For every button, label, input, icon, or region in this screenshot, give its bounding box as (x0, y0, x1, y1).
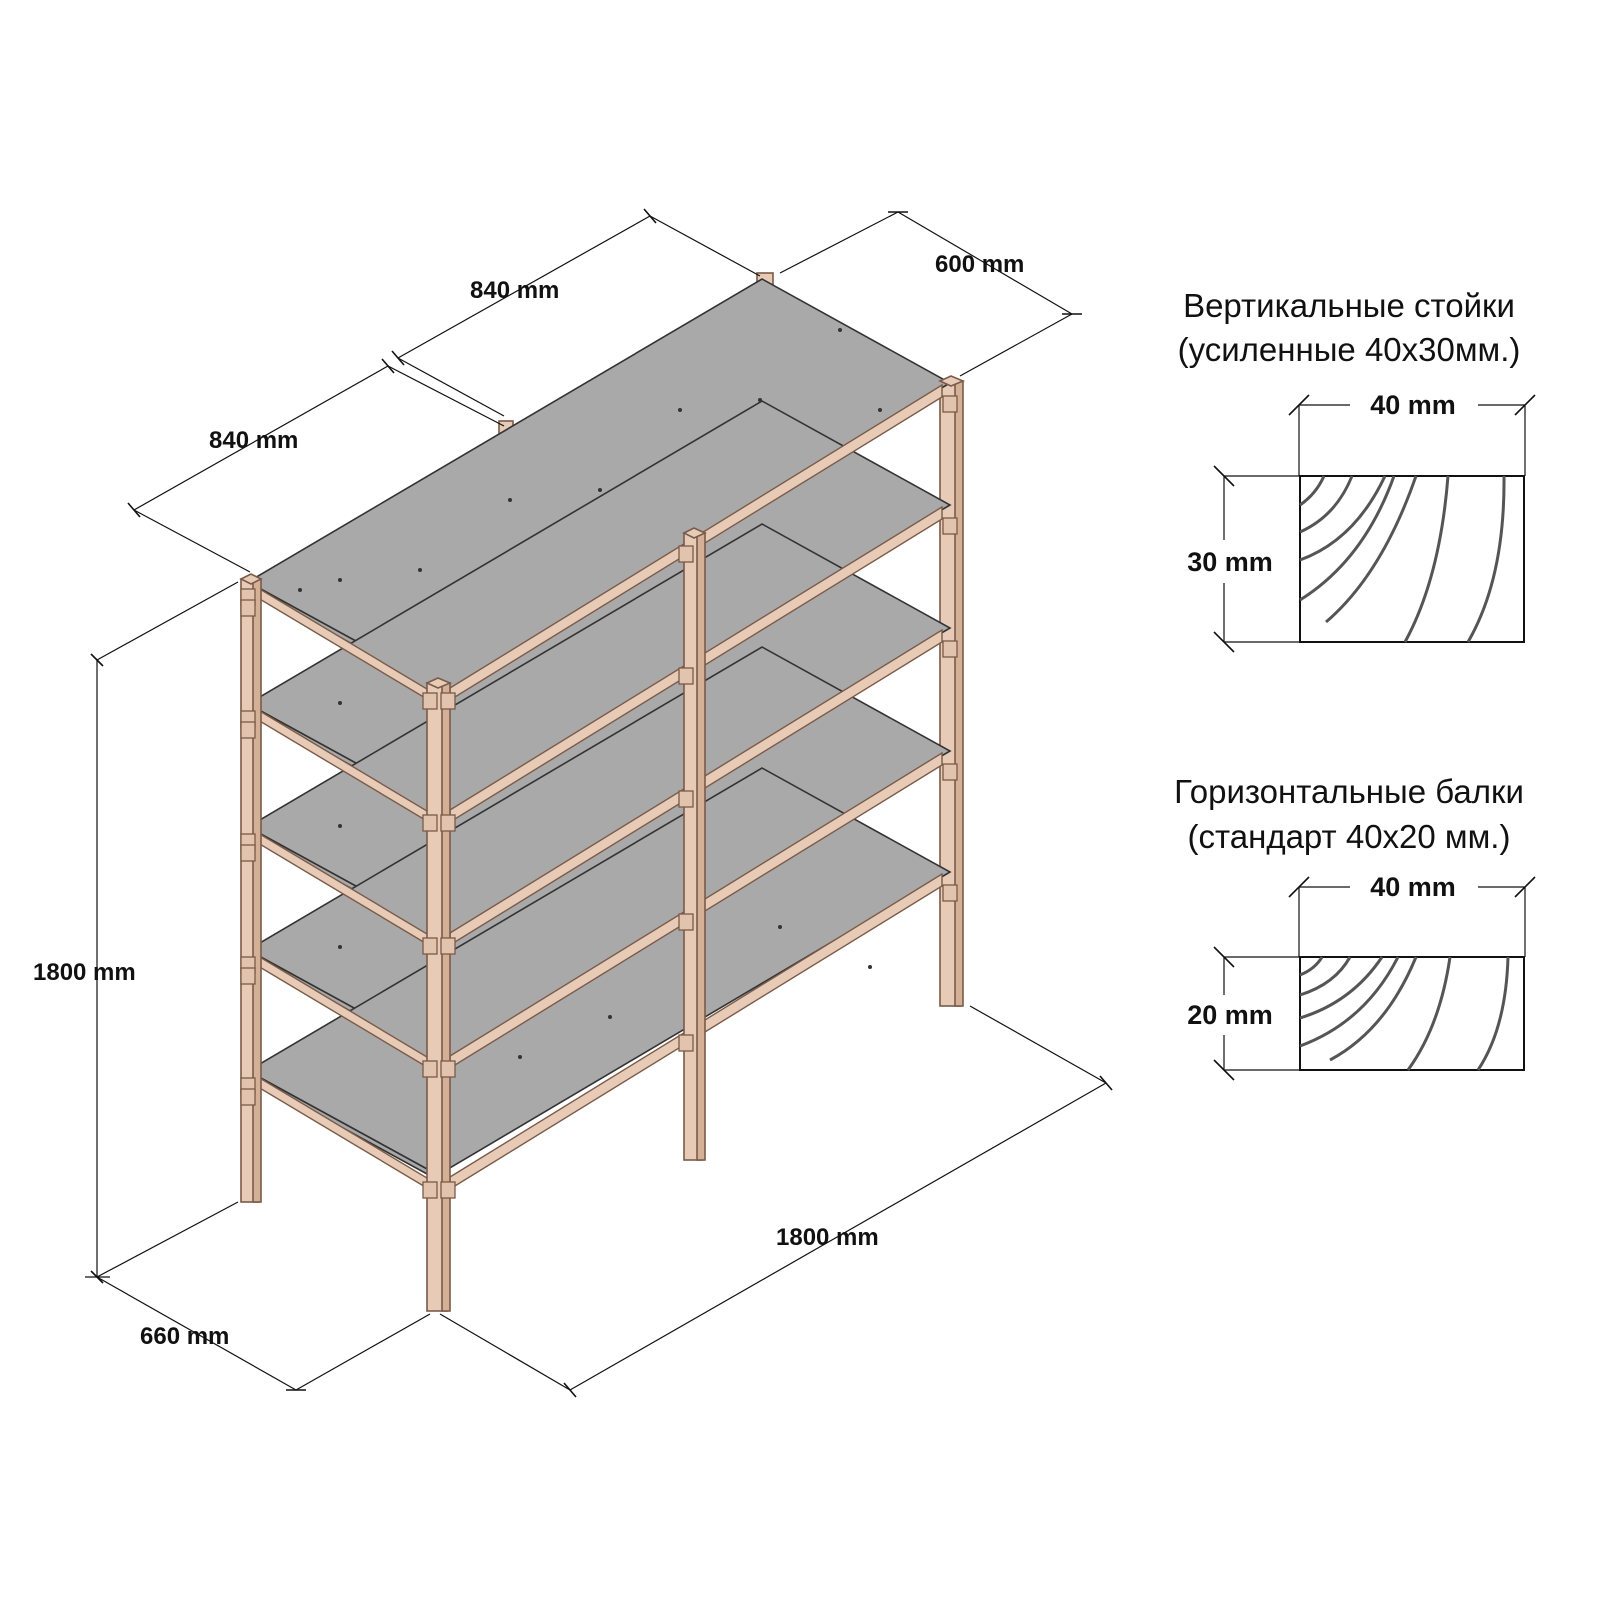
dim-bottom-length: 1800 mm (776, 1224, 879, 1251)
joint-block (678, 1034, 694, 1052)
leg-front-left-side (252, 578, 262, 1203)
screw (678, 408, 682, 412)
joint-block (942, 884, 958, 902)
dim-bottom-depth: 660 mm (140, 1323, 229, 1350)
vertical-height-label: 30 mm (1187, 547, 1273, 577)
joint-block (422, 814, 438, 832)
screw (878, 408, 882, 412)
dimension-labels: 840 mm 840 mm 600 mm 1800 mm 660 mm 1800… (33, 251, 1024, 1350)
screw (868, 965, 872, 969)
joint-block (240, 967, 256, 985)
vertical-title-line1: Вертикальные стойки (1183, 287, 1515, 324)
screw (338, 945, 342, 949)
screw (598, 488, 602, 492)
horizontal-beam-section: Горизонтальные балки (стандарт 40х20 мм.… (1174, 773, 1536, 1081)
joint-block (678, 545, 694, 563)
joint-block (678, 667, 694, 685)
joint-block (440, 937, 456, 955)
horizontal-title-line1: Горизонтальные балки (1174, 773, 1524, 810)
screw (838, 328, 842, 332)
joint-block (422, 1060, 438, 1078)
leg-cap-front-left (239, 573, 263, 585)
joint-block (942, 763, 958, 781)
screw (338, 824, 342, 828)
joint-block (440, 1181, 456, 1199)
screw (338, 578, 342, 582)
joint-block (942, 395, 958, 413)
dim-height: 1800 mm (33, 959, 136, 986)
joint-block (422, 1181, 438, 1199)
leg-front-corner-side (441, 682, 451, 1312)
joint-blocks (240, 395, 958, 1199)
joint-block (440, 692, 456, 710)
joint-block (422, 692, 438, 710)
leg-back-right-side (954, 380, 964, 1007)
horizontal-width-label: 40 mm (1370, 872, 1456, 902)
leg-cap-back-right (938, 375, 966, 387)
leg-cap-front-middle (682, 527, 707, 539)
screw (508, 498, 512, 502)
dim-top-width: 600 mm (935, 251, 1024, 278)
joint-block (678, 913, 694, 931)
joint-block (240, 599, 256, 617)
vertical-title-line2: (усиленные 40х30мм.) (1178, 331, 1521, 368)
horizontal-beam-cross-section (1299, 956, 1525, 1071)
joint-block (240, 844, 256, 862)
joint-block (440, 1060, 456, 1078)
screw (608, 1015, 612, 1019)
joint-block (440, 814, 456, 832)
screw (338, 701, 342, 705)
leg-front-middle-side (696, 532, 706, 1161)
joint-block (240, 1088, 256, 1106)
screw (298, 588, 302, 592)
vertical-post-section: Вертикальные стойки (усиленные 40х30мм.)… (1178, 287, 1536, 653)
screw (518, 1055, 522, 1059)
joint-block (240, 721, 256, 739)
dimension-lines (85, 208, 1113, 1398)
vertical-width-label: 40 mm (1370, 390, 1456, 420)
leg-cap-front-corner (425, 677, 453, 689)
joint-block (422, 937, 438, 955)
screw (778, 925, 782, 929)
joint-block (942, 517, 958, 535)
joint-block (678, 790, 694, 808)
screw (418, 568, 422, 572)
shelving-unit (239, 272, 966, 1312)
horizontal-title-line2: (стандарт 40х20 мм.) (1188, 818, 1511, 855)
dim-top-right-depth: 840 mm (470, 277, 559, 304)
horizontal-height-label: 20 mm (1187, 1000, 1273, 1030)
dim-top-left-depth: 840 mm (209, 427, 298, 454)
joint-block (942, 640, 958, 658)
